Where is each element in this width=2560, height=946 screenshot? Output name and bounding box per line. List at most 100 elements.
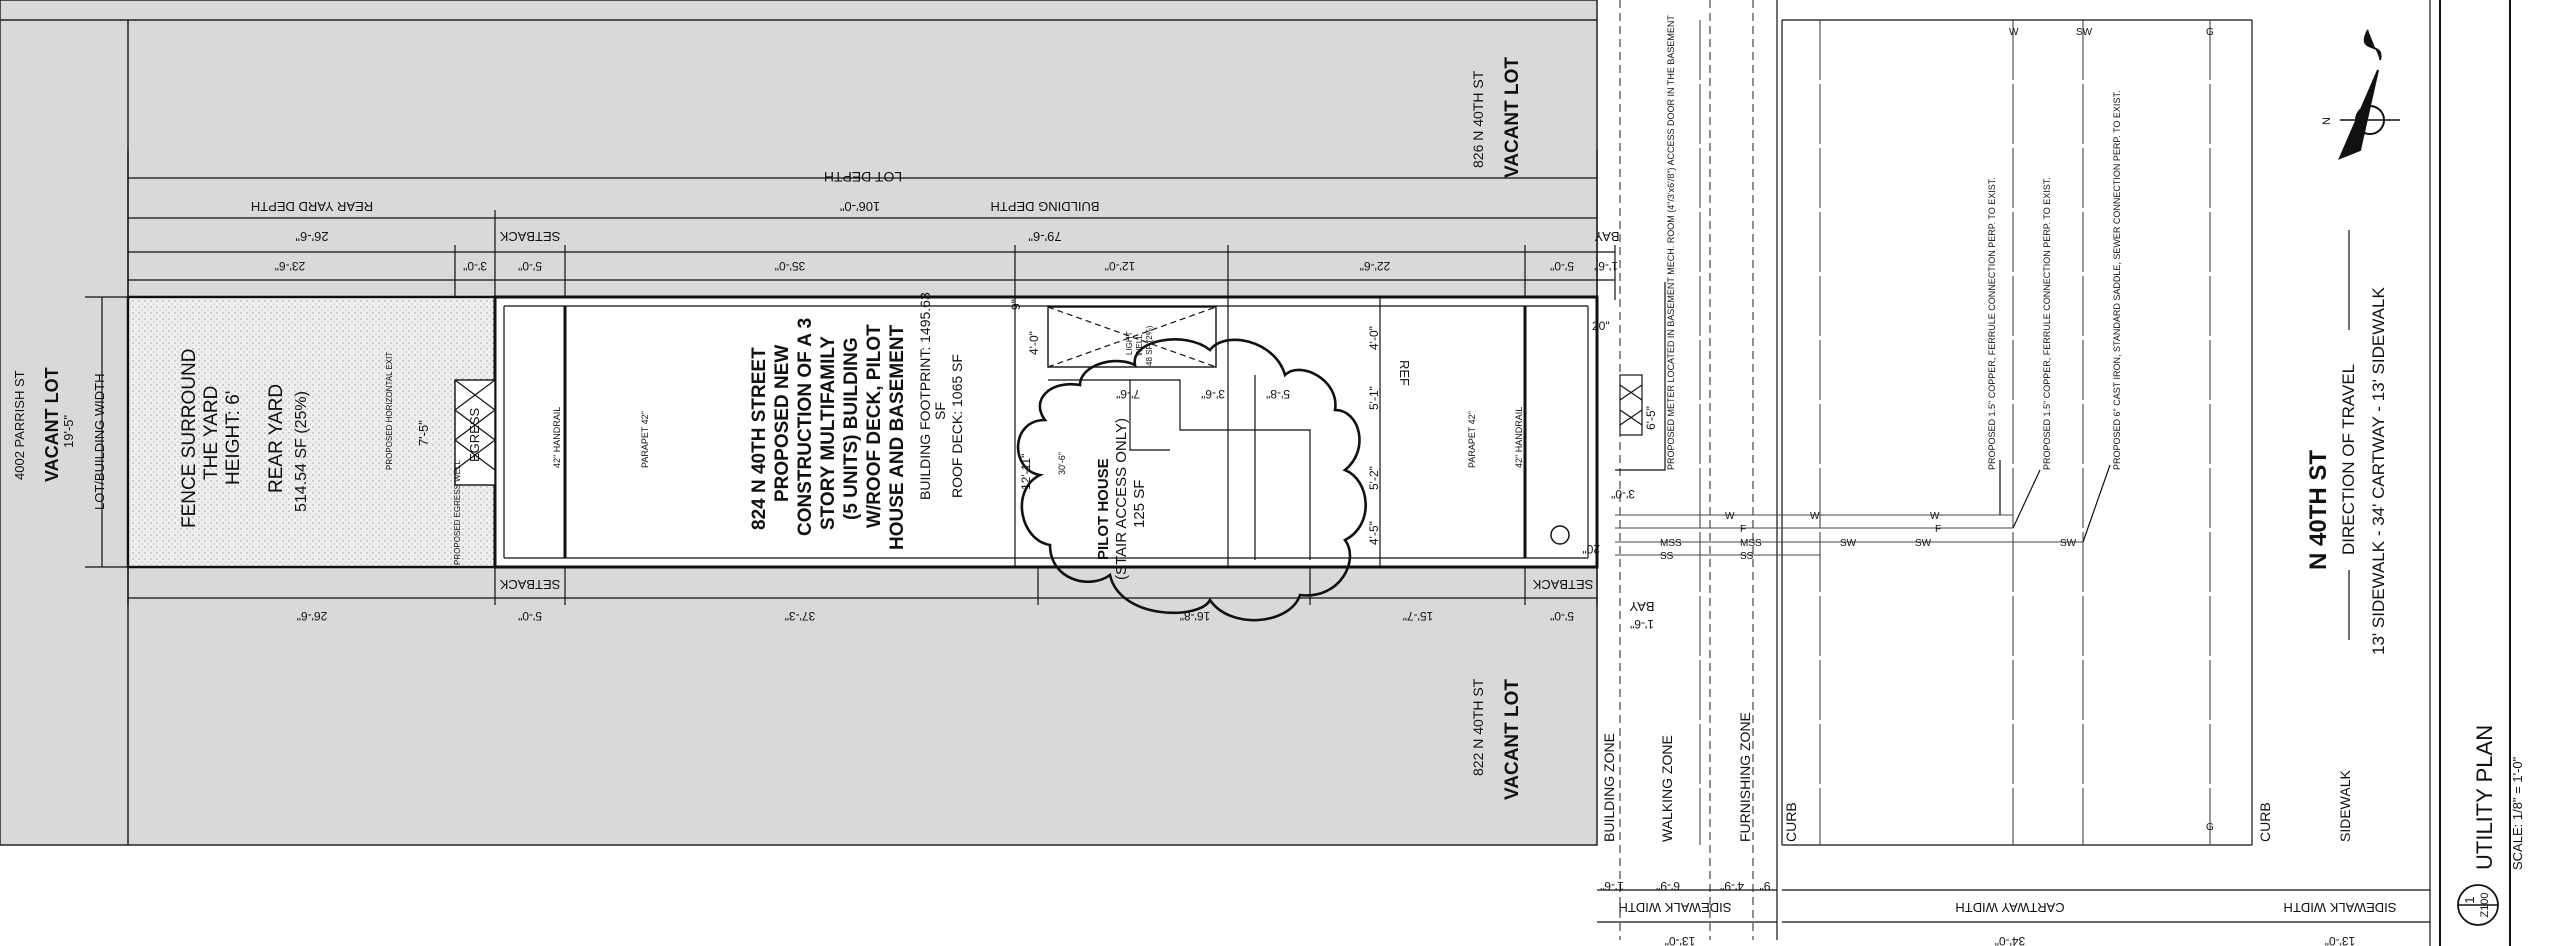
cartway-total: 34'-0"	[1995, 934, 2026, 946]
util-sw-2: SW	[1915, 538, 1932, 549]
top-seg-8: 1'-6"	[1594, 259, 1618, 273]
zone-dim-3: 4'-9"	[1720, 879, 1744, 893]
bottom-seg-1: 26'-6"	[297, 609, 328, 623]
building-title-2: PROPOSED NEW	[772, 345, 793, 502]
util-ss-2: SS	[1740, 551, 1754, 562]
top-dimension-lines	[127, 150, 1616, 300]
light-well-1: LIGHT	[1125, 331, 1134, 355]
roof-deck: ROOF DECK: 1065 SF	[949, 354, 965, 498]
building-title-6: W/ROOF DECK, PILOT	[864, 324, 885, 528]
egress-label: EGRESS	[467, 407, 482, 462]
top-seg-2: 3'-0"	[463, 259, 487, 273]
building-title-4: STORY MULTIFAMILY	[818, 336, 839, 530]
rear-yard-value: 26'-6"	[295, 229, 329, 244]
bay-top: BAY	[1594, 229, 1619, 244]
curb-right: CURB	[2257, 802, 2273, 842]
water-note-2: PROPOSED 1.5" COPPER, FERRULE CONNECTION…	[2042, 177, 2052, 470]
bottom-seg-2: 5'-0"	[518, 609, 542, 623]
lot-width-value: 19'-5"	[61, 414, 76, 448]
egress-well-rear	[454, 379, 496, 486]
curb-left: CURB	[1783, 802, 1799, 842]
top-seg-1: 23'-6"	[275, 259, 306, 273]
egress-well-front	[1619, 374, 1643, 436]
street-section: 13' SIDEWALK - 34' CARTWAY - 13' SIDEWAL…	[2369, 287, 2388, 655]
small-dim-9: 4'-0"	[1367, 326, 1381, 350]
bottom-seg-6: 5'-0"	[1550, 609, 1574, 623]
pilot-house-1: PILOT HOUSE	[1095, 458, 1112, 560]
small-dim-4: 3'-6"	[1201, 387, 1225, 401]
rear-yard-area	[130, 299, 495, 565]
building-depth-value: 79'-6"	[1028, 229, 1062, 244]
plan-title: UTILITY PLAN	[2472, 725, 2497, 870]
ref-label: REF	[1397, 360, 1412, 386]
sidewalk-total: 13'-0"	[1665, 934, 1696, 946]
top-seg-3: 5'-0"	[518, 259, 542, 273]
util-mss-2: MSS	[1740, 538, 1762, 549]
small-dim-8: 4'-5"	[1367, 521, 1381, 545]
title-block-frame	[2439, 0, 2511, 946]
building-footprint: BUILDING FOOTPRINT: 1495.63	[917, 292, 933, 500]
util-f-1: F	[1740, 524, 1746, 535]
top-seg-7: 5'-0"	[1550, 259, 1574, 273]
walking-zone: WALKING ZONE	[1659, 735, 1675, 842]
rear-yard-depth-label: REAR YARD DEPTH	[251, 199, 373, 214]
small-dim-10: 12'-11"	[1019, 454, 1033, 490]
building-footprint-sf: SF	[932, 402, 948, 420]
meter-note: PROPOSED METER LOCATED IN BASEMENT MECH.…	[1666, 15, 1676, 470]
small-dim-12: 20"	[1592, 319, 1610, 333]
building-zone: BUILDING ZONE	[1601, 733, 1617, 842]
light-well-3: 48 SF (2%)	[1145, 325, 1154, 366]
building-title-1: 824 N 40TH STREET	[749, 347, 770, 530]
building-title-7: HOUSE AND BASEMENT	[887, 324, 908, 550]
small-dim-3: 7'-6"	[1116, 387, 1140, 401]
small-dim-6: 5'-1"	[1367, 386, 1381, 410]
building-title-5: (5 UNITS) BUILDING	[841, 337, 862, 520]
furnishing-zone: FURNISHING ZONE	[1737, 712, 1753, 842]
bottom-dimension-lines	[127, 567, 1598, 605]
top-seg-6: 22'-6"	[1360, 259, 1391, 273]
small-dim-11: 30'-6"	[1057, 452, 1067, 475]
meter-icon	[1550, 525, 1570, 545]
util-mss-1: MSS	[1660, 538, 1682, 549]
sidewalk-total-2: 13'-0"	[2325, 934, 2356, 946]
util-w-4: W	[2009, 27, 2019, 38]
sidewalk-label: SIDEWALK	[2337, 770, 2353, 842]
rear-yard-line1: FENCE SURROUND	[179, 349, 200, 528]
small-dim-5: 5'-8"	[1266, 387, 1290, 401]
rear-yard-line3: HEIGHT: 6'	[223, 391, 244, 485]
pilot-house-2: (STAIR ACCESS ONLY)	[1113, 418, 1130, 580]
setback-top: SETBACK	[499, 229, 560, 244]
bay-bottom: BAY	[1629, 599, 1654, 614]
north-arrow-icon	[2338, 29, 2400, 160]
left-lot-address: 4002 PARRISH ST	[12, 370, 27, 480]
top-seg-4: 35'-0"	[775, 259, 806, 273]
small-dim-7: 5'-2"	[1367, 466, 1381, 490]
top-seg-5: 12'-0"	[1105, 259, 1136, 273]
sidewalk-zone-lines	[1619, 0, 2431, 946]
zone-dim-1: 1'-6"	[1600, 879, 1624, 893]
util-w-3: W	[1930, 511, 1940, 522]
parapet-right: PARAPET 42"	[1467, 411, 1477, 468]
exit-width: 7'-5"	[416, 420, 431, 446]
sheet-ref: Z100	[2479, 892, 2491, 917]
bottom-seg-3: 37'-3"	[785, 609, 816, 623]
bay-bottom-value: 1'-6"	[1630, 617, 1654, 631]
utility-lines	[1615, 20, 2211, 845]
bottom-lot-label: VACANT LOT	[1502, 679, 1523, 800]
cartway-width: CARTWAY WIDTH	[1955, 900, 2064, 915]
util-sw-1: SW	[1840, 538, 1857, 549]
light-well-2: WELL	[1135, 334, 1144, 356]
lot-width-label: LOT/BUILDING WIDTH	[92, 373, 107, 510]
setback-bottom-left: SETBACK	[499, 577, 560, 592]
util-f-2: F	[1935, 524, 1941, 535]
util-w-2: W	[1810, 511, 1820, 522]
north-label: N	[2321, 117, 2333, 125]
handrail-left: 42" HANDRAIL	[552, 407, 562, 468]
sidewalk-width-left: SIDEWALK WIDTH	[1619, 900, 1732, 915]
small-dim-2: 9"	[1009, 299, 1023, 310]
sewer-note: PROPOSED 6" CAST IRON, STANDARD SADDLE, …	[2112, 91, 2122, 470]
rear-yard-line5: 514.54 SF (25%)	[293, 391, 310, 512]
rear-yard-line2: THE YARD	[201, 386, 222, 480]
